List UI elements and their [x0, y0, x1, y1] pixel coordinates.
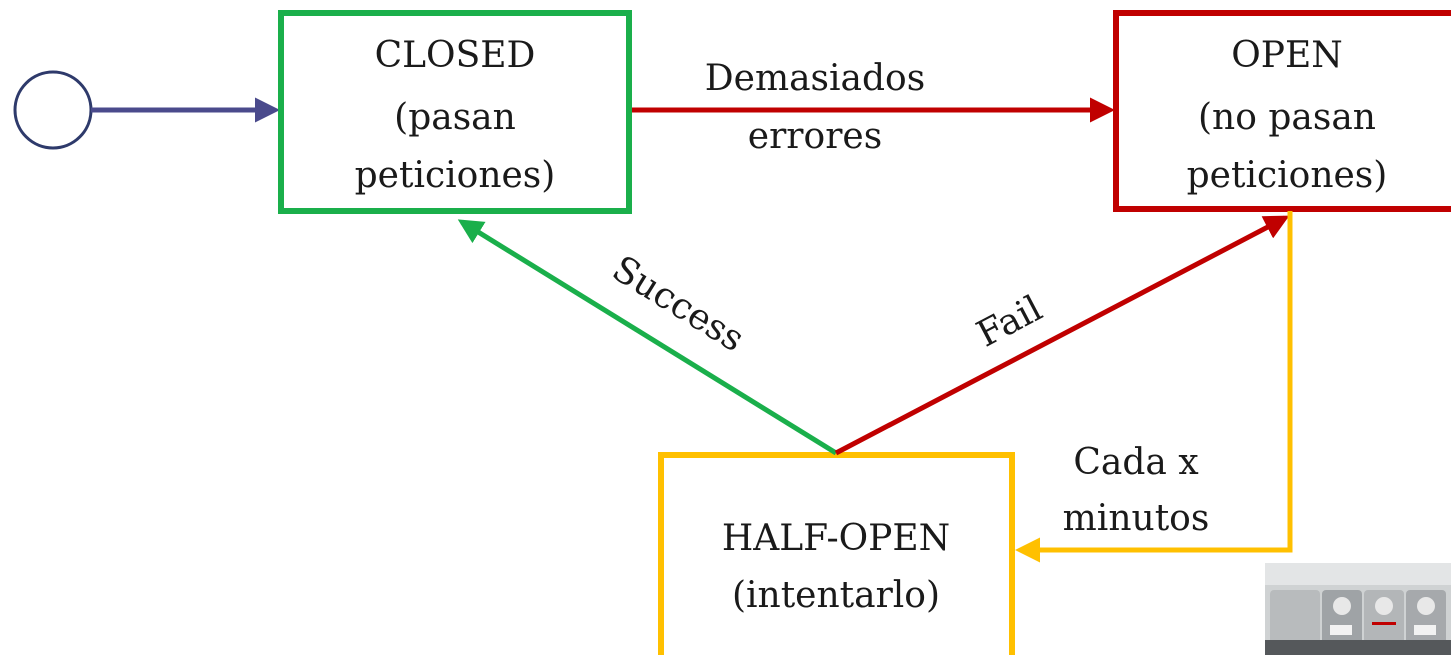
timer-label-1: Cada x [1073, 442, 1198, 483]
closed-state-desc-2: peticiones) [355, 155, 556, 196]
half-open-state-desc: (intentarlo) [732, 575, 940, 616]
open-state-desc-2: peticiones) [1187, 155, 1388, 196]
half-open-state-box [658, 452, 1015, 655]
success-label: Success [605, 248, 751, 360]
closed-state-desc-1: (pasan [394, 97, 516, 138]
half-open-state: HALF-OPEN (intentarlo) [658, 452, 1015, 655]
open-state-box [1113, 10, 1451, 212]
closed-state-title: CLOSED [375, 35, 536, 76]
open-state-title: OPEN [1231, 35, 1343, 76]
open-state: OPEN (no pasan peticiones) [1113, 10, 1451, 212]
initial-state-circle [13, 70, 93, 150]
open-to-half-open-arrow [1015, 211, 1293, 563]
closed-to-open-label-2: errores [748, 116, 882, 157]
closed-state-box [278, 10, 632, 214]
half-open-to-closed-arrow [457, 219, 838, 456]
open-state-desc-1: (no pasan [1198, 97, 1376, 138]
half-open-state-title: HALF-OPEN [722, 518, 950, 559]
closed-state: CLOSED (pasan peticiones) [278, 10, 632, 214]
timer-label-2: minutos [1063, 498, 1210, 539]
circuit-breaker-photo [1265, 563, 1451, 655]
half-open-to-open-arrow [834, 215, 1290, 456]
closed-to-open-label-1: Demasiados [705, 58, 925, 99]
